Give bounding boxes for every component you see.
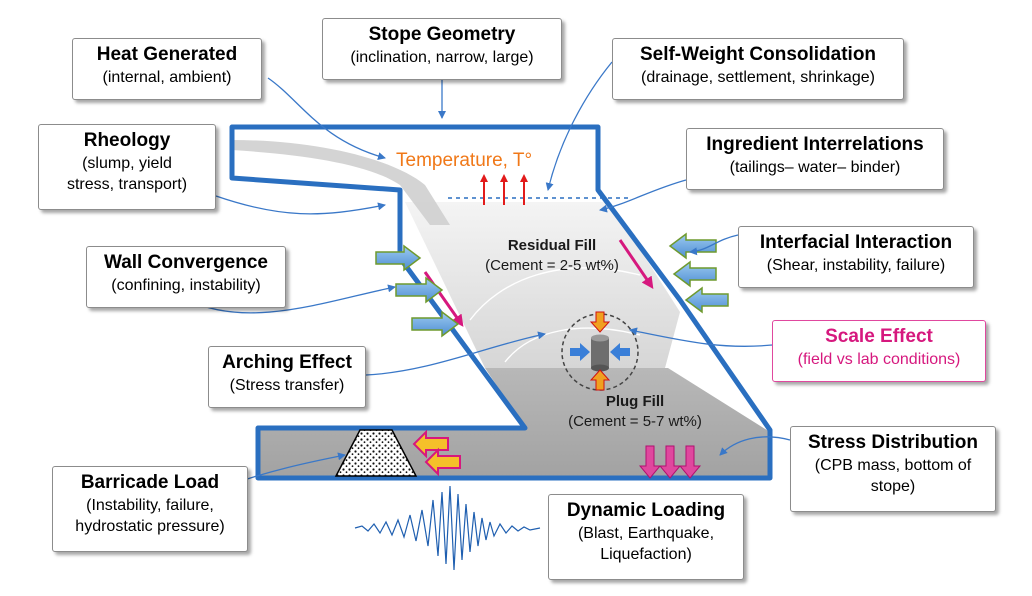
callout-title: Rheology: [83, 130, 171, 151]
callout-subtitle: (tailings– water– binder): [729, 159, 901, 176]
callout-subtitle: Liquefaction): [600, 546, 692, 563]
callout-title: Scale Effect: [825, 326, 933, 347]
convergence-arrow: [411, 310, 460, 338]
callout-title: Self-Weight Consolidation: [639, 44, 877, 65]
connector-heat: [267, 77, 386, 160]
callout-stress-distribution: Stress Distribution (CPB mass, bottom of…: [790, 426, 996, 512]
interfacial-arrow: [672, 260, 717, 288]
callout-title: Ingredient Interrelations: [706, 134, 924, 155]
callout-arching-effect: Arching Effect (Stress transfer): [208, 346, 366, 408]
plug-fill-title: Plug Fill: [605, 393, 665, 410]
callout-title: Dynamic Loading: [566, 500, 726, 521]
barricade: [334, 429, 418, 477]
callout-title: Heat Generated: [96, 44, 238, 65]
connector-interfacial: [689, 234, 739, 256]
connector-ingredients: [599, 179, 687, 213]
callout-ingredient-interrelations: Ingredient Interrelations (tailings– wat…: [686, 128, 944, 190]
load-arrow-top: [589, 311, 611, 333]
callout-subtitle: (field vs lab conditions): [797, 351, 961, 368]
callout-title: Stope Geometry: [368, 24, 516, 45]
temperature-label: Temperature, T°: [396, 150, 533, 171]
confining-arrow-right: [610, 343, 630, 361]
callout-subtitle: (Shear, instability, failure): [766, 257, 946, 274]
callout-subtitle: stress, transport): [66, 176, 188, 193]
callout-subtitle: hydrostatic pressure): [75, 518, 225, 535]
stress-arrow: [638, 445, 662, 479]
callout-subtitle: (Blast, Earthquake,: [577, 525, 715, 542]
callout-subtitle: (drainage, settlement, shrinkage): [641, 69, 875, 86]
residual-fill-title: Residual Fill: [507, 237, 597, 254]
interfacial-arrow: [668, 232, 717, 260]
callout-subtitle: (Stress transfer): [229, 377, 345, 394]
residual-fill-zone: [405, 202, 680, 368]
barricade-load-arrow: [424, 447, 461, 477]
residual-fill-label: Residual Fill (Cement = 2-5 wt%): [462, 236, 642, 276]
callout-title: Barricade Load: [80, 472, 220, 493]
callout-rheology: Rheology (slump, yield stress, transport…: [38, 124, 216, 210]
callout-interfacial-interaction: Interfacial Interaction (Shear, instabil…: [738, 226, 974, 288]
callout-wall-convergence: Wall Convergence (confining, instability…: [86, 246, 286, 308]
convergence-arrow: [395, 276, 444, 304]
callout-subtitle: (CPB mass, bottom of: [814, 457, 972, 474]
slurry-flow: [232, 140, 450, 225]
stope-outline: [229, 124, 773, 481]
plug-fill-label: Plug Fill (Cement = 5-7 wt%): [540, 392, 730, 432]
callout-subtitle: (internal, ambient): [102, 69, 232, 86]
connector-wall: [187, 284, 396, 314]
connector-stress: [719, 436, 791, 456]
callout-barricade-load: Barricade Load (Instability, failure, hy…: [52, 466, 248, 552]
confining-arrow-left: [570, 343, 590, 361]
callout-self-weight-consolidation: Self-Weight Consolidation (drainage, set…: [612, 38, 904, 100]
callout-subtitle: stope): [870, 478, 916, 495]
connector-rheology: [215, 195, 386, 215]
callout-stope-geometry: Stope Geometry (inclination, narrow, lar…: [322, 18, 562, 80]
plug-fill-cement: (Cement = 5-7 wt%): [568, 413, 702, 430]
barricade-load-arrow: [412, 429, 449, 459]
interfacial-arrow: [684, 286, 729, 314]
callout-title: Interfacial Interaction: [759, 232, 953, 253]
callout-title: Wall Convergence: [103, 252, 268, 273]
fill-curve-lower: [504, 327, 641, 363]
stress-arrow: [658, 445, 682, 479]
connector-arching: [365, 331, 546, 376]
load-arrow-bottom: [589, 369, 611, 391]
callout-subtitle: (slump, yield: [82, 155, 172, 172]
connectors: [187, 61, 791, 491]
callout-subtitle: (confining, instability): [111, 277, 261, 294]
callout-dynamic-loading: Dynamic Loading (Blast, Earthquake, Liqu…: [548, 494, 744, 580]
connector-scale: [629, 327, 773, 347]
callout-subtitle: (inclination, narrow, large): [350, 49, 534, 66]
shear-arrow: [423, 271, 464, 327]
callout-title: Stress Distribution: [808, 432, 978, 453]
callout-heat-generated: Heat Generated (internal, ambient): [72, 38, 262, 100]
connector-consolidation: [545, 61, 613, 191]
shear-arrow: [618, 239, 654, 289]
residual-fill-cement: (Cement = 2-5 wt%): [485, 257, 619, 274]
interfacial-arrows: [668, 232, 729, 314]
stress-arrow: [678, 445, 702, 479]
cylinder-sample: [591, 334, 609, 372]
wall-convergence-arrows: [375, 244, 460, 338]
callout-title: Arching Effect: [222, 352, 352, 373]
seismogram: [354, 485, 541, 571]
callout-subtitle: (Instability, failure,: [86, 497, 214, 514]
convergence-arrow: [375, 244, 422, 272]
callout-scale-effect: Scale Effect (field vs lab conditions): [772, 320, 986, 382]
fill-curve-upper: [469, 267, 641, 321]
